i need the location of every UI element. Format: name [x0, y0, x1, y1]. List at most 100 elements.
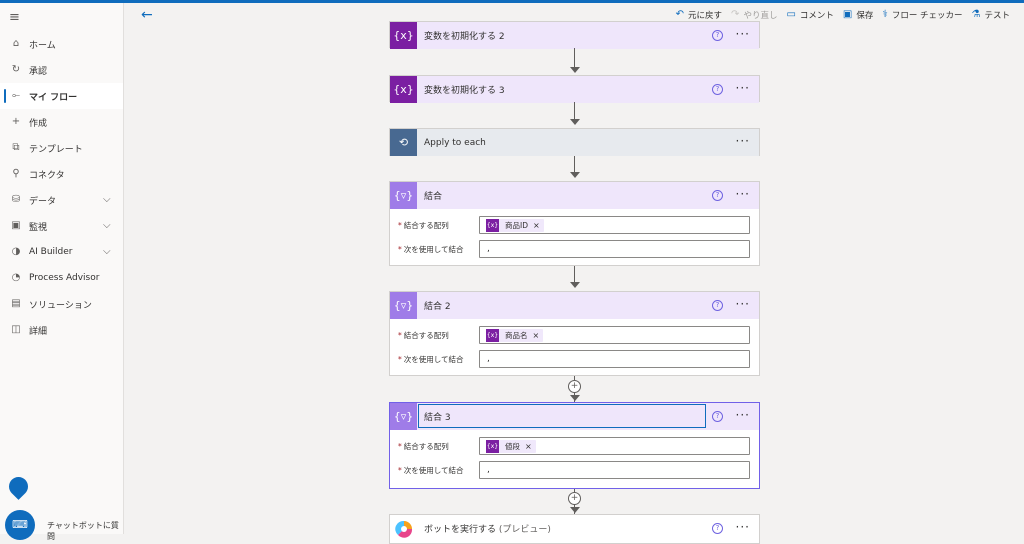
help-icon[interactable]: ? — [712, 190, 723, 201]
undo-icon: ↶ — [675, 9, 685, 20]
connector-line — [574, 102, 575, 120]
sidebar-item-4[interactable]: +作成 — [0, 109, 123, 135]
title-edit-box[interactable] — [418, 404, 706, 428]
sidebar-item-1[interactable]: ⌂ホーム — [0, 31, 123, 57]
ai-builder-icon: ◑ — [11, 246, 21, 257]
connector-arrow-icon — [570, 172, 580, 178]
comment-button[interactable]: ▭コメント — [786, 9, 834, 22]
sidebar-item-6[interactable]: ⚲コネクタ — [0, 161, 123, 187]
variable-icon: {x} — [390, 76, 417, 103]
database-icon: ⛁ — [11, 194, 21, 205]
array-input[interactable]: {x} 商品名 × — [479, 326, 750, 344]
sidebar-item-label: AI Builder — [29, 247, 73, 257]
card-header[interactable]: {▿} 結合 ? ··· — [390, 182, 759, 209]
join-card[interactable]: {▿} 結合 ? ··· *結合する配列 {x} 商品ID × *次を使用して結… — [389, 181, 760, 266]
help-icon[interactable]: ? — [712, 300, 723, 311]
card-title-editable[interactable]: 結合 3 — [424, 413, 451, 423]
connector-arrow-icon — [570, 67, 580, 73]
array-field: *結合する配列 {x} 商品ID × — [390, 214, 759, 238]
sidebar-item-label: 監視 — [29, 222, 48, 233]
undo-button[interactable]: ↶元に戻す — [675, 9, 723, 22]
dynamic-token[interactable]: {x} 商品ID × — [486, 219, 544, 232]
sidebar-item-label: データ — [29, 196, 57, 207]
bot-logo-icon — [390, 515, 417, 542]
card-title: Apply to each — [424, 137, 486, 148]
sidebar-item-label: マイ フロー — [29, 92, 78, 103]
save-icon: ▣ — [842, 9, 853, 20]
variable-token-icon: {x} — [486, 329, 499, 342]
approvals-icon: ↻ — [11, 64, 21, 75]
add-step-plus-icon[interactable]: + — [568, 380, 581, 393]
init-variable-2-card[interactable]: {x} 変数を初期化する 2 ? ··· — [389, 21, 760, 49]
chatbot-button[interactable]: ⌨ — [5, 510, 35, 540]
sidebar-item-12[interactable]: ◫詳細 — [0, 317, 123, 343]
separator-field: *次を使用して結合 , — [390, 348, 759, 372]
sidebar-item-3[interactable]: ⟜ マイ フロー — [0, 83, 123, 109]
card-header[interactable]: ⟲ Apply to each ··· — [390, 129, 759, 156]
redo-button[interactable]: ↷やり直し — [731, 9, 778, 22]
more-options-icon[interactable]: ··· — [735, 134, 750, 148]
save-button[interactable]: ▣保存 — [842, 9, 874, 22]
array-field-label: *結合する配列 — [398, 442, 449, 451]
more-options-icon[interactable]: ··· — [735, 408, 750, 422]
card-header[interactable]: {x} 変数を初期化する 2 ? ··· — [390, 22, 759, 49]
add-step-plus-icon[interactable]: + — [568, 492, 581, 505]
card-title: 変数を初期化する 3 — [424, 86, 505, 96]
chevron-down-icon[interactable]: ⌵ — [103, 246, 111, 257]
apply-to-each-card[interactable]: ⟲ Apply to each ··· — [389, 128, 760, 156]
separator-input[interactable]: , — [479, 350, 750, 368]
book-icon: ◫ — [11, 324, 21, 335]
test-button[interactable]: ⚗テスト — [971, 9, 1010, 22]
flow-icon: ⟜ — [12, 90, 20, 101]
flow-checker-button[interactable]: ⚕フロー チェッカー — [882, 9, 963, 22]
remove-token-icon[interactable]: × — [532, 331, 540, 340]
card-header[interactable]: {x} 変数を初期化する 3 ? ··· — [390, 76, 759, 103]
card-header[interactable]: {▿} 結合 2 ? ··· — [390, 292, 759, 319]
help-icon[interactable]: ? — [712, 84, 723, 95]
run-bot-card[interactable]: ボットを実行する (プレビュー) ? ··· — [389, 514, 760, 544]
card-title: ボットを実行する (プレビュー) — [424, 525, 551, 535]
more-options-icon[interactable]: ··· — [735, 187, 750, 201]
help-icon[interactable]: ? — [712, 30, 723, 41]
sidebar-item-9[interactable]: ◑ AI Builder ⌵ — [0, 239, 123, 265]
join-3-card[interactable]: {▿} 結合 3 ? ··· *結合する配列 {x} 値段 × *次を使用して結… — [389, 402, 760, 489]
card-header[interactable]: ボットを実行する (プレビュー) ? ··· — [390, 515, 759, 542]
remove-token-icon[interactable]: × — [533, 221, 540, 230]
more-options-icon[interactable]: ··· — [735, 520, 750, 534]
variable-icon: {x} — [390, 22, 417, 49]
help-icon[interactable]: ? — [712, 411, 723, 422]
hamburger-menu-icon[interactable]: ≡ — [9, 10, 20, 25]
array-field: *結合する配列 {x} 値段 × — [390, 435, 759, 459]
help-icon[interactable]: ? — [712, 523, 723, 534]
process-advisor-icon: ◔ — [11, 272, 21, 283]
dynamic-token[interactable]: {x} 商品名 × — [486, 329, 544, 342]
sidebar-nav: ⌂ホーム↻承認⟜マイ フロー+作成⧉テンプレート⚲コネクタ⛁データ⌵▣監視⌵◑A… — [0, 31, 123, 343]
chevron-down-icon[interactable]: ⌵ — [103, 194, 111, 205]
separator-input[interactable]: , — [479, 461, 750, 479]
sidebar-item-8[interactable]: ▣監視⌵ — [0, 213, 123, 239]
more-options-icon[interactable]: ··· — [735, 27, 750, 41]
sidebar-item-11[interactable]: ▤ソリューション — [0, 291, 123, 317]
more-options-icon[interactable]: ··· — [735, 297, 750, 311]
sidebar-item-label: ホーム — [29, 40, 56, 51]
connector-line — [574, 156, 575, 173]
chevron-down-icon[interactable]: ⌵ — [103, 220, 111, 231]
sidebar-item-10[interactable]: ◔Process Advisor — [0, 265, 123, 291]
init-variable-3-card[interactable]: {x} 変数を初期化する 3 ? ··· — [389, 75, 760, 103]
bot-logo-svg — [394, 520, 412, 538]
join-icon: {▿} — [390, 182, 417, 209]
more-options-icon[interactable]: ··· — [735, 81, 750, 95]
array-input[interactable]: {x} 商品ID × — [479, 216, 750, 234]
dynamic-token[interactable]: {x} 値段 × — [486, 440, 536, 453]
separator-input[interactable]: , — [479, 240, 750, 258]
sidebar-item-2[interactable]: ↻承認 — [0, 57, 123, 83]
join-2-card[interactable]: {▿} 結合 2 ? ··· *結合する配列 {x} 商品名 × *次を使用して… — [389, 291, 760, 376]
chatbot-label[interactable]: チャットボットに質問 — [47, 521, 119, 541]
back-arrow-icon[interactable]: ← — [141, 7, 153, 23]
sidebar-item-5[interactable]: ⧉テンプレート — [0, 135, 123, 161]
array-input[interactable]: {x} 値段 × — [479, 437, 750, 455]
card-header[interactable]: {▿} 結合 3 ? ··· — [390, 403, 759, 430]
remove-token-icon[interactable]: × — [525, 442, 532, 451]
separator-value: , — [487, 244, 490, 254]
sidebar-item-7[interactable]: ⛁ データ ⌵ — [0, 187, 123, 213]
